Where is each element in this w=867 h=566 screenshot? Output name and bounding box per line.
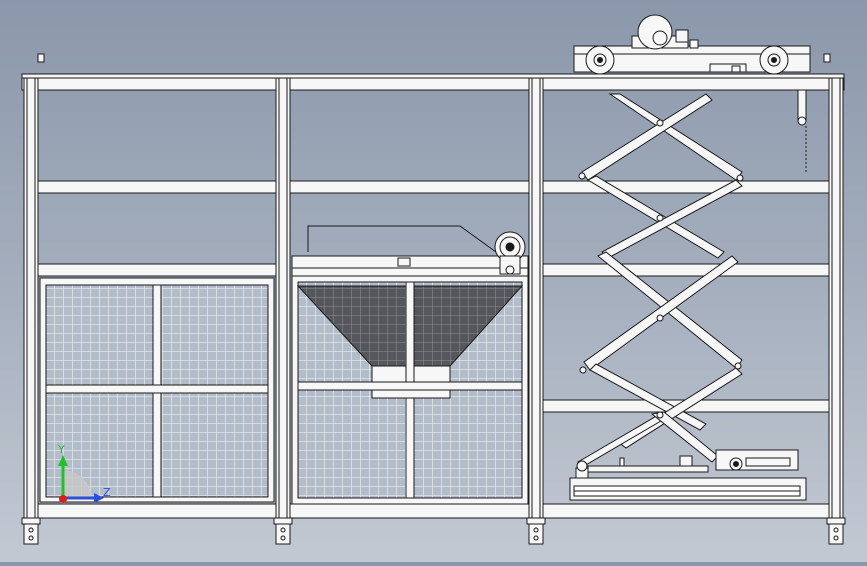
top-beam-lower xyxy=(21,77,845,91)
y-axis-label: Y xyxy=(57,443,65,456)
foot-left xyxy=(21,517,41,545)
top-cap-right xyxy=(823,53,831,63)
column-left xyxy=(23,77,39,519)
overhead-trolley xyxy=(573,14,811,75)
pulley-wheel xyxy=(307,225,526,275)
top-beam xyxy=(21,73,845,79)
foot-mid-right xyxy=(526,517,546,545)
z-axis-arrow xyxy=(94,493,104,503)
y-axis-arrow xyxy=(58,455,68,466)
column-mid-left xyxy=(275,77,291,519)
origin-dot xyxy=(59,495,67,503)
foot-mid-left xyxy=(273,517,293,545)
beam-base-mid xyxy=(289,503,530,519)
lift-base-carriage xyxy=(569,449,807,501)
beam-level-2-left xyxy=(37,263,277,277)
beam-base-left xyxy=(37,503,277,519)
top-cap-left xyxy=(37,53,45,63)
beam-base-right xyxy=(542,503,830,519)
beam-level-1-right xyxy=(542,180,830,194)
hopper-assembly xyxy=(291,255,529,505)
hanging-rope xyxy=(797,89,807,172)
z-axis-label: Z xyxy=(103,486,111,499)
mesh-panel-left xyxy=(39,277,275,503)
column-right xyxy=(828,77,844,519)
foot-right xyxy=(826,517,846,545)
coordinate-axis-triad: Y Z xyxy=(57,443,111,503)
beam-level-2-right xyxy=(542,263,830,277)
scissor-lift xyxy=(577,93,744,467)
beam-level-1-mid xyxy=(289,180,530,194)
beam-level-1-left xyxy=(37,180,277,194)
column-mid-right xyxy=(528,77,544,519)
